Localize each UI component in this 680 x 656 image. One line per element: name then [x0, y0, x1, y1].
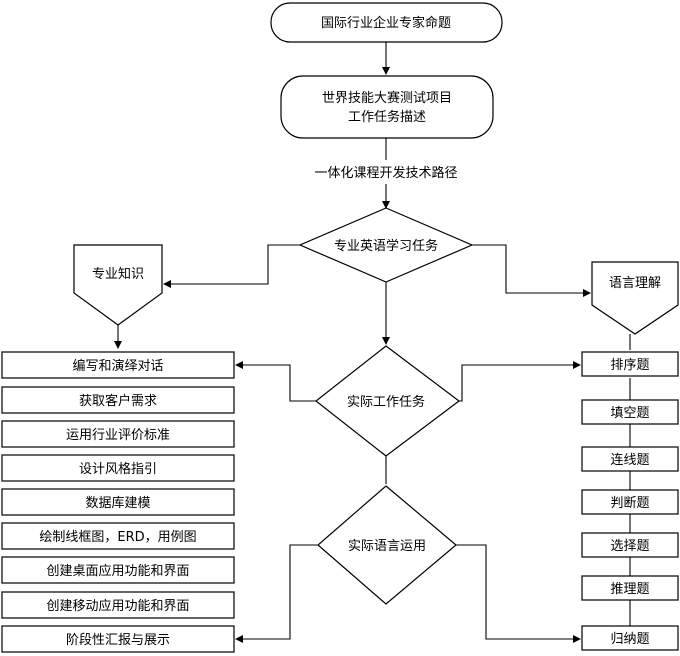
right-item-6-box — [581, 575, 679, 601]
right-item-1-box — [581, 351, 679, 377]
arrow-to-right-items — [459, 361, 581, 402]
connectors — [163, 42, 631, 643]
left-item-6-box — [1, 522, 235, 550]
task-description-line1: 世界技能大赛测试项目 — [322, 90, 452, 106]
right-item-4: 判断题 — [581, 489, 679, 515]
left-item-8-label: 创建移动应用功能和界面 — [46, 598, 189, 614]
right-item-1: 排序题 — [581, 351, 679, 377]
task-description-box — [280, 75, 494, 139]
left-item-8-box — [1, 591, 235, 619]
path-label: 一体化课程开发技术路径 — [314, 165, 457, 181]
right-item-3-box — [581, 446, 679, 472]
right-item-2: 填空题 — [581, 399, 679, 425]
arrow-to-knowledge — [163, 244, 300, 288]
right-item-5-box — [581, 532, 679, 558]
left-item-1: 编写和演绎对话 — [1, 351, 235, 379]
left-item-7: 创建桌面应用功能和界面 — [1, 556, 235, 584]
real-language-decision: 实际语言运用 — [317, 485, 457, 605]
task-description-line2: 工作任务描述 — [348, 109, 426, 125]
right-item-6: 推理题 — [581, 575, 679, 601]
left-item-6: 绘制线框图，ERD，用例图 — [1, 522, 235, 550]
left-item-3-box — [1, 420, 235, 448]
right-item-7: 归纳题 — [581, 625, 679, 651]
left-item-3-label: 运用行业评价标准 — [66, 428, 170, 443]
comprehension-node: 语言理解 — [591, 261, 679, 335]
left-item-4: 设计风格指引 — [1, 454, 235, 482]
left-item-1-label: 编写和演绎对话 — [72, 358, 163, 374]
knowledge-label: 专业知识 — [92, 266, 144, 282]
left-item-9: 阶段性汇报与展示 — [1, 625, 235, 653]
left-item-9-label: 阶段性汇报与展示 — [66, 633, 170, 648]
right-item-6-label: 推理题 — [610, 582, 649, 597]
right-item-1-label: 排序题 — [610, 358, 649, 373]
knowledge-node: 专业知识 — [73, 244, 163, 326]
left-item-5: 数据库建模 — [1, 488, 235, 516]
real-work-diamond — [315, 345, 460, 457]
right-item-3-label: 连线题 — [610, 452, 649, 468]
right-item-4-box — [581, 489, 679, 515]
right-item-5-label: 选择题 — [610, 539, 649, 554]
left-item-2-box — [1, 386, 235, 414]
arrow-to-final-left — [235, 544, 318, 643]
comprehension-label: 语言理解 — [609, 276, 661, 291]
right-item-5: 选择题 — [581, 532, 679, 558]
english-task-decision: 专业英语学习任务 — [298, 207, 474, 283]
right-item-3: 连线题 — [581, 446, 679, 472]
left-item-4-label: 设计风格指引 — [79, 461, 157, 477]
right-item-2-box — [581, 399, 679, 425]
right-item-7-box — [581, 625, 679, 651]
left-item-6-label: 绘制线框图，ERD，用例图 — [39, 530, 196, 545]
left-item-8: 创建移动应用功能和界面 — [1, 591, 235, 619]
real-work-label: 实际工作任务 — [347, 394, 425, 410]
proposition-node: 国际行业企业专家命题 — [270, 2, 503, 43]
left-item-1-box — [1, 351, 235, 379]
arrow-to-final-right — [456, 544, 581, 643]
right-item-7-label: 归纳题 — [610, 632, 649, 647]
task-description-node: 世界技能大赛测试项目 工作任务描述 — [280, 75, 494, 139]
comprehension-shape — [591, 261, 679, 335]
real-work-decision: 实际工作任务 — [315, 345, 460, 457]
left-item-5-box — [1, 488, 235, 516]
left-item-9-box — [1, 625, 235, 653]
arrow-to-left-items — [235, 361, 316, 402]
knowledge-shape — [73, 244, 163, 326]
proposition-label: 国际行业企业专家命题 — [321, 15, 451, 31]
left-item-2: 获取客户需求 — [1, 386, 235, 414]
right-item-4-label: 判断题 — [610, 496, 649, 511]
left-item-7-label: 创建桌面应用功能和界面 — [46, 563, 189, 579]
english-task-diamond — [298, 207, 474, 283]
left-item-7-box — [1, 556, 235, 584]
left-item-5-label: 数据库建模 — [85, 495, 150, 511]
left-item-2-label: 获取客户需求 — [79, 393, 157, 409]
real-language-label: 实际语言运用 — [348, 539, 426, 554]
left-item-4-box — [1, 454, 235, 482]
right-item-2-label: 填空题 — [610, 406, 649, 421]
real-language-diamond — [317, 485, 457, 605]
left-item-3: 运用行业评价标准 — [1, 420, 235, 448]
arrow-to-comprehension — [472, 244, 591, 297]
left-items-column: 编写和演绎对话获取客户需求运用行业评价标准设计风格指引数据库建模绘制线框图，ER… — [1, 351, 235, 653]
english-task-label: 专业英语学习任务 — [334, 238, 438, 254]
proposition-box — [270, 2, 503, 43]
